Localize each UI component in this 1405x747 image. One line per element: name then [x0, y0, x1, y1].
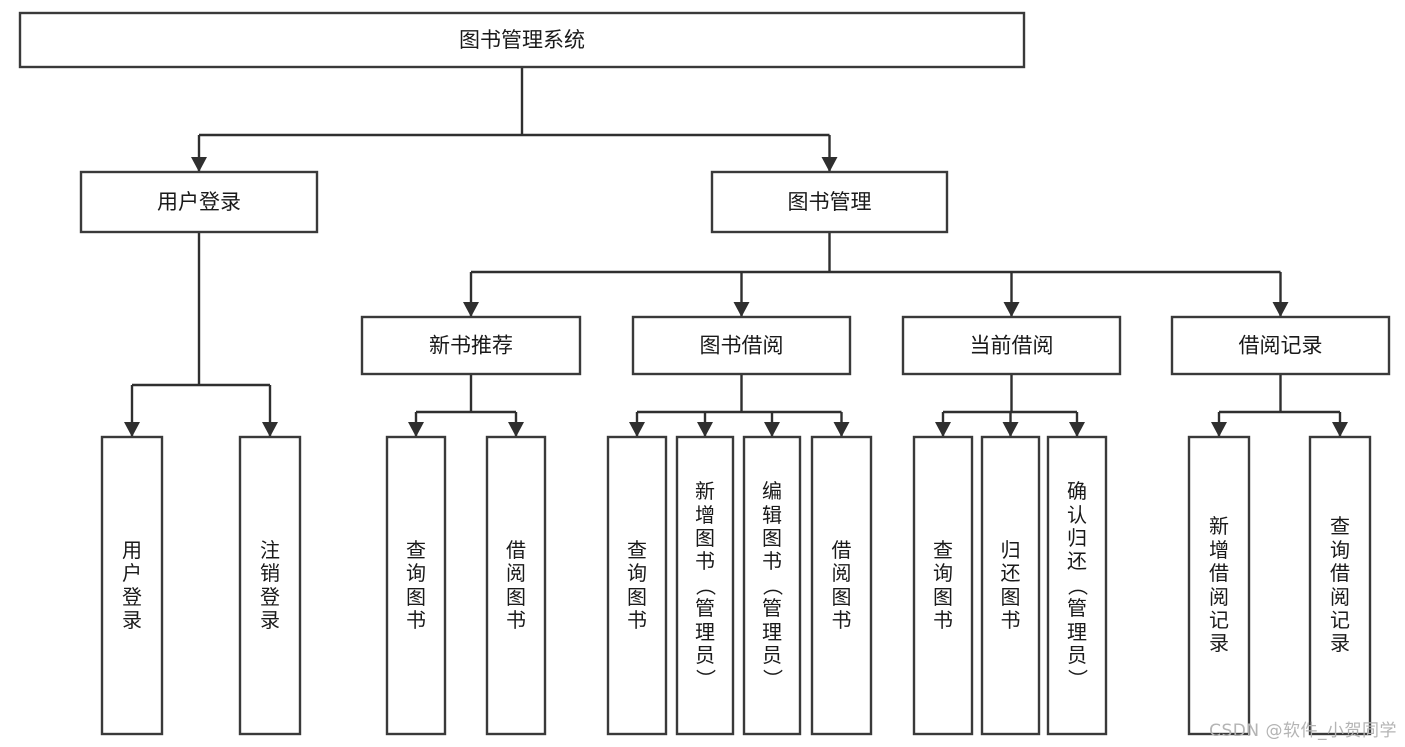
node-current-borrow-label: 当前借阅: [970, 334, 1054, 358]
arrow-head-icon: [1272, 302, 1289, 317]
node-new-book-rec[interactable]: [360, 315, 582, 376]
node-root-label: 图书管理系统: [459, 28, 585, 52]
arrow-head-icon: [463, 302, 479, 317]
arrow-head-icon: [1211, 422, 1227, 437]
arrow-head-icon: [833, 422, 850, 437]
csdn-watermark: CSDN @软件_小贺同学: [1209, 721, 1397, 741]
leaf-leaf-borrow-book-rec[interactable]: [485, 435, 547, 736]
leaf-leaf-add-record[interactable]: [1187, 435, 1251, 736]
node-current-borrow[interactable]: [901, 315, 1122, 376]
arrow-head-icon: [733, 302, 750, 317]
arrow-head-icon: [1332, 422, 1348, 437]
arrow-head-icon: [935, 422, 951, 437]
leaf-leaf-edit-book[interactable]: [742, 435, 802, 736]
leaf-leaf-query-book-cur[interactable]: [912, 435, 974, 736]
arrow-head-icon: [1002, 422, 1019, 437]
arrow-head-icon: [191, 157, 207, 172]
node-borrow-record-label: 借阅记录: [1239, 334, 1323, 358]
arrow-head-icon: [508, 422, 524, 437]
arrow-head-icon: [262, 422, 278, 437]
arrow-head-icon: [408, 422, 424, 437]
arrow-head-icon: [764, 422, 780, 437]
arrow-head-icon: [697, 422, 713, 437]
node-borrow-record[interactable]: [1170, 315, 1391, 376]
node-book-borrow-label: 图书借阅: [700, 334, 784, 358]
leaf-leaf-return-book[interactable]: [980, 435, 1041, 736]
leaf-leaf-user-login[interactable]: [100, 435, 164, 736]
leaf-leaf-borrow-book[interactable]: [810, 435, 873, 736]
leaf-leaf-query-record[interactable]: [1308, 435, 1372, 736]
leaf-leaf-add-book[interactable]: [675, 435, 735, 736]
node-root[interactable]: [18, 11, 1026, 69]
leaf-leaf-confirm-return[interactable]: [1046, 435, 1108, 736]
node-user-login[interactable]: [79, 170, 319, 234]
arrow-head-icon: [1069, 422, 1085, 437]
arrow-head-icon: [124, 422, 140, 437]
arrow-head-icon: [1003, 302, 1020, 317]
connector-layer: [124, 67, 1348, 437]
node-book-borrow[interactable]: [631, 315, 852, 376]
node-user-login-label: 用户登录: [157, 190, 241, 214]
arrow-head-icon: [821, 157, 838, 172]
arrow-head-icon: [629, 422, 645, 437]
node-book-manage-label: 图书管理: [788, 190, 872, 214]
node-book-manage[interactable]: [710, 170, 949, 234]
node-new-book-rec-label: 新书推荐: [429, 334, 513, 358]
leaf-leaf-query-book-borrow[interactable]: [606, 435, 668, 736]
leaf-leaf-logout[interactable]: [238, 435, 302, 736]
leaf-leaf-query-book-rec[interactable]: [385, 435, 447, 736]
